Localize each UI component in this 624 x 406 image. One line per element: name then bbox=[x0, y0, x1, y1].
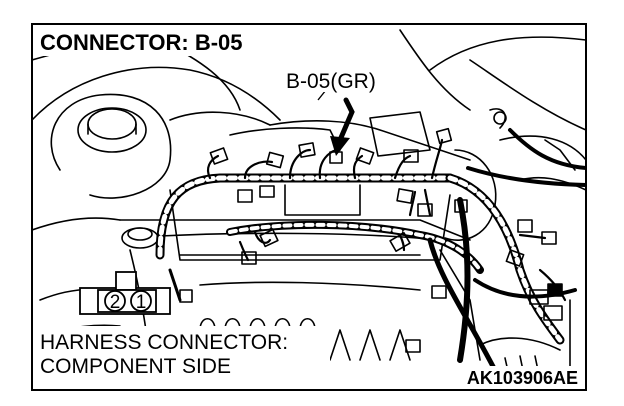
figure-code-backing bbox=[440, 366, 582, 388]
figure-title: CONNECTOR: B-05 bbox=[40, 30, 243, 55]
harness-connectors bbox=[179, 127, 563, 353]
pin-view-connector: 2 1 bbox=[79, 271, 171, 315]
caption-backing bbox=[36, 326, 330, 378]
caption-line-1: HARNESS CONNECTOR: bbox=[40, 331, 288, 354]
caption-line-2: COMPONENT SIDE bbox=[40, 355, 231, 378]
figure-code: AK103906AE bbox=[467, 368, 578, 388]
oil-filler-cap bbox=[77, 107, 147, 153]
title-backing bbox=[36, 28, 272, 56]
valve-cover bbox=[169, 127, 451, 261]
pin-2-label: 2 bbox=[110, 292, 121, 313]
pin-1-circle bbox=[130, 290, 152, 312]
callout-backing bbox=[284, 66, 390, 92]
pin-2-circle bbox=[104, 290, 126, 312]
connector-callout-label: B-05(GR) bbox=[286, 70, 376, 93]
branch-wires bbox=[206, 138, 567, 302]
vacuum-hoses bbox=[466, 128, 586, 187]
pin-1-label: 1 bbox=[136, 292, 147, 313]
